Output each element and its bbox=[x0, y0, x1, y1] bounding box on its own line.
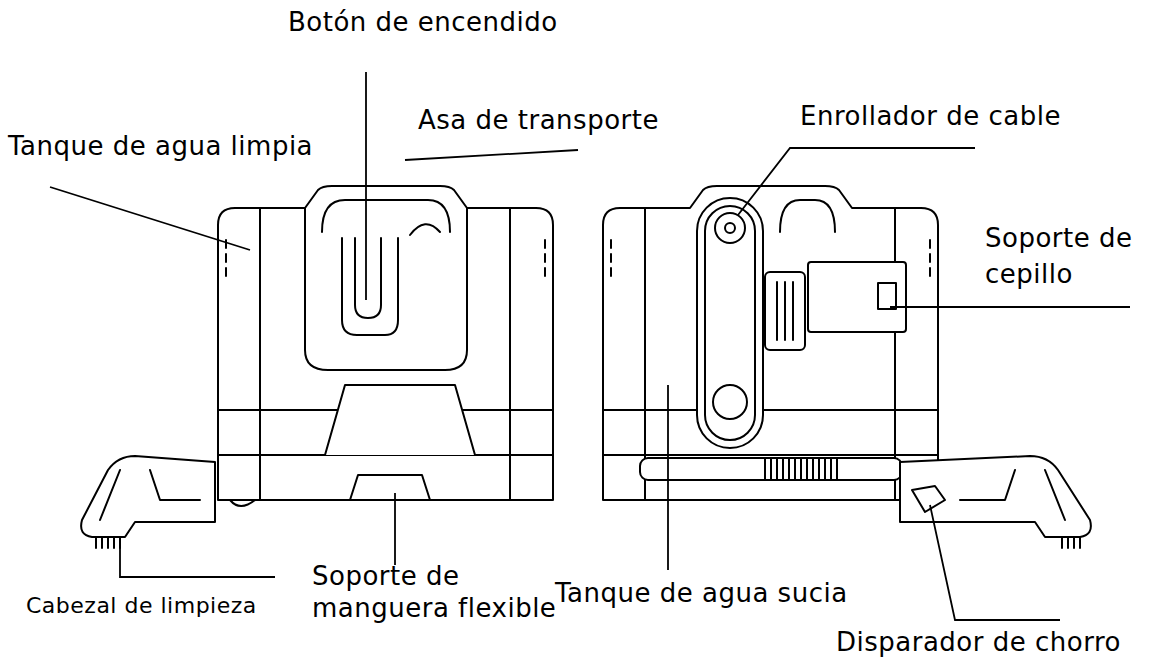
leader-line bbox=[50, 187, 250, 250]
brush-holder bbox=[765, 272, 805, 350]
leader-line bbox=[930, 505, 1060, 620]
power-button bbox=[355, 238, 381, 318]
part-label: Enrollador de cable bbox=[800, 100, 1061, 133]
leader-line bbox=[738, 148, 975, 215]
panel-line bbox=[603, 409, 938, 411]
brush-bristles bbox=[96, 537, 120, 548]
vent-ticks bbox=[226, 240, 545, 276]
unit-body bbox=[603, 186, 938, 500]
cable-reel-inner bbox=[705, 206, 755, 440]
panel-line bbox=[259, 208, 261, 500]
head-detail bbox=[960, 470, 1065, 520]
part-label: Asa de transporte bbox=[418, 104, 659, 137]
cable-reel bbox=[697, 198, 763, 448]
power-button-slot bbox=[342, 238, 398, 335]
brush-holder-slats bbox=[777, 282, 793, 340]
left-unit bbox=[81, 186, 553, 548]
handle-recess bbox=[305, 208, 467, 370]
part-label: Botón de encendido bbox=[288, 6, 558, 39]
hose-corrugation bbox=[765, 458, 837, 480]
spray-trigger bbox=[912, 486, 945, 512]
leader-line bbox=[405, 150, 578, 160]
leader-line bbox=[120, 545, 275, 577]
part-label: Tanque de agua limpia bbox=[8, 130, 313, 163]
panel-line bbox=[509, 208, 511, 500]
leader-line bbox=[890, 306, 1130, 308]
reel-knob bbox=[715, 213, 745, 243]
part-label: Cabezal de limpieza bbox=[26, 592, 257, 620]
flexible-hose bbox=[640, 458, 902, 480]
cable-hook bbox=[410, 224, 440, 235]
leader-line bbox=[394, 493, 396, 565]
part-label: Soporte de cepillo bbox=[985, 220, 1159, 292]
cleaning-head bbox=[900, 456, 1091, 537]
part-label: Tanque de agua sucia bbox=[555, 577, 848, 610]
cleaning-head bbox=[81, 456, 215, 537]
head-detail bbox=[100, 470, 200, 520]
wheel bbox=[230, 500, 255, 506]
leader-line bbox=[365, 72, 367, 300]
panel-line bbox=[894, 208, 896, 500]
part-label: Soporte de manguera flexible bbox=[312, 560, 577, 624]
panel-line bbox=[603, 454, 938, 456]
leader-line bbox=[667, 385, 669, 570]
carry-handle bbox=[322, 200, 450, 232]
hose-support bbox=[350, 475, 430, 500]
brush-support-latch bbox=[878, 283, 896, 309]
panel-line bbox=[644, 208, 646, 500]
brush-support bbox=[808, 262, 906, 332]
unit-body bbox=[218, 186, 553, 500]
carry-handle bbox=[780, 200, 835, 232]
part-label: Disparador de chorro bbox=[836, 626, 1121, 659]
reel-knob-center bbox=[725, 223, 735, 233]
brush-bristles bbox=[1062, 537, 1080, 548]
reel-knob bbox=[713, 385, 747, 419]
lower-recess bbox=[325, 385, 475, 455]
